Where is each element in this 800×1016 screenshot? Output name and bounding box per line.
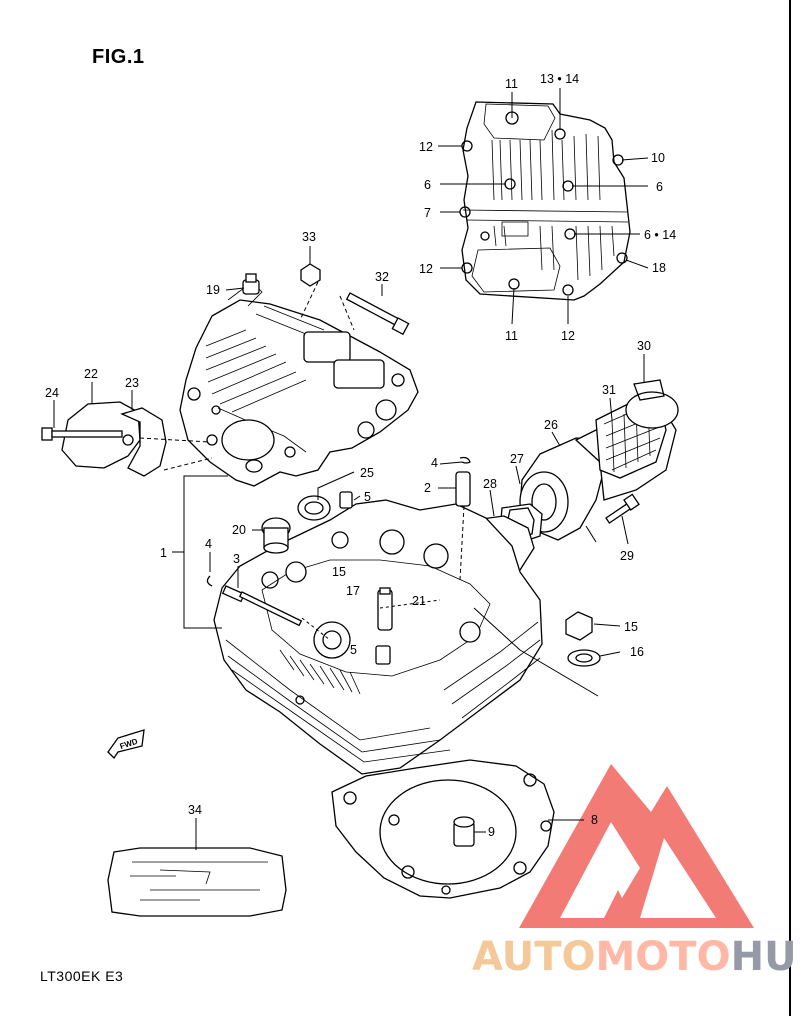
model-label: LT300EK E3: [40, 968, 124, 984]
gasket-set-part: [107, 847, 287, 917]
fasteners-part: [242, 263, 410, 336]
callout-26: 26: [544, 418, 558, 432]
callout-12-lower: 12: [419, 262, 433, 276]
callout-23: 23: [125, 376, 139, 390]
callout-22: 22: [84, 367, 98, 381]
cylinder-head-part: [213, 499, 543, 775]
callout-32: 32: [375, 270, 389, 284]
cam-housing-part: [179, 281, 419, 487]
callout-2: 2: [424, 481, 431, 495]
callout-10: 10: [651, 151, 665, 165]
callout-15-mid: 15: [332, 565, 346, 579]
page-border: [789, 0, 791, 1016]
leader-lines: [53, 88, 649, 850]
callout-12-bottom: 12: [561, 329, 575, 343]
callout-20: 20: [232, 523, 246, 537]
callout-1: 1: [160, 546, 167, 560]
head-cover-part: [459, 101, 631, 301]
brand-auto: AUTO: [472, 934, 596, 980]
callout-25: 25: [360, 466, 374, 480]
triangle-logo-icon: [519, 764, 754, 928]
callout-9: 9: [488, 825, 495, 839]
callout-29: 29: [620, 549, 634, 563]
callout-labels: 11 13 • 14 12 10 6 6 7 6 • 14 12 18 11 1…: [45, 72, 676, 839]
callout-31: 31: [602, 383, 616, 397]
callout-5-top: 5: [364, 490, 371, 504]
callout-18: 18: [652, 261, 666, 275]
figure-title: FIG.1: [92, 46, 145, 68]
callout-34: 34: [188, 803, 202, 817]
callout-6-left: 6: [424, 178, 431, 192]
callout-6-right: 6: [656, 180, 663, 194]
callout-4-top: 4: [431, 456, 438, 470]
head-gasket-part: [331, 759, 555, 899]
callout-8: 8: [591, 813, 598, 827]
callout-11-top: 11: [505, 77, 518, 91]
small-parts: [206, 456, 601, 667]
callout-33: 33: [302, 230, 316, 244]
watermark-brand: AUTOMOTOHUB: [472, 934, 800, 980]
callout-28: 28: [483, 477, 497, 491]
callout-6-14: 6 • 14: [644, 228, 676, 242]
callout-5-mid: 5: [350, 643, 357, 657]
callout-15-right: 15: [624, 620, 638, 634]
callout-4-left: 4: [205, 537, 212, 551]
fwd-arrow-icon: FWD: [107, 729, 145, 760]
cap-plate-part: [41, 401, 167, 477]
callout-13-14: 13 • 14: [540, 72, 579, 86]
callout-27: 27: [510, 452, 524, 466]
callout-12-upper: 12: [419, 140, 433, 154]
callout-19: 19: [206, 283, 220, 297]
callout-11-bottom: 11: [505, 329, 518, 343]
brand-hub: HUB: [730, 934, 800, 980]
callout-16: 16: [630, 645, 644, 659]
brand-moto: MOTO: [595, 934, 731, 980]
callout-24: 24: [45, 386, 59, 400]
callout-7: 7: [424, 206, 431, 220]
callout-21: 21: [412, 594, 426, 608]
callout-17: 17: [346, 584, 360, 598]
callout-3: 3: [233, 552, 240, 566]
callout-30: 30: [637, 339, 651, 353]
